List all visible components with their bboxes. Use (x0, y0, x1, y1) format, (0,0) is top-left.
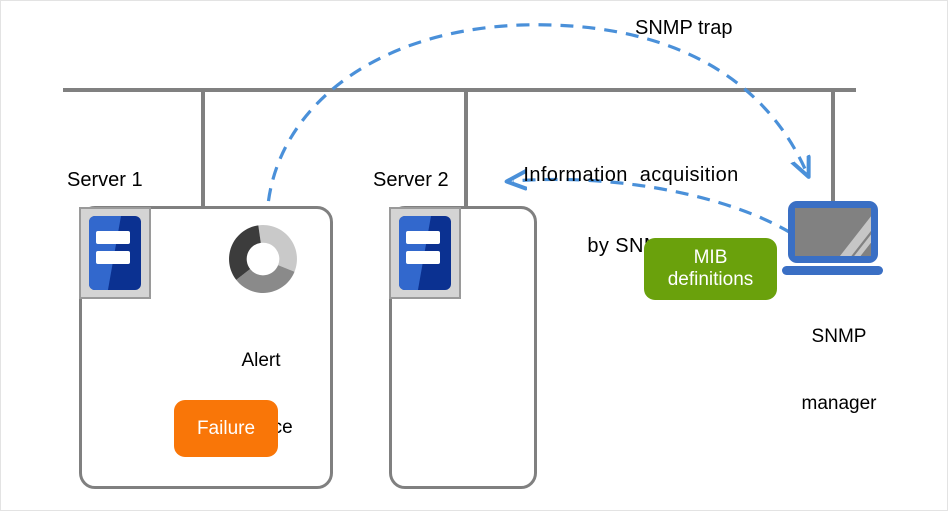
flow-snmp-trap (265, 23, 806, 224)
snmp-manager-monitor-icon (788, 201, 878, 263)
mib-definitions-line1: MIB (693, 246, 728, 268)
mib-definitions-line2: definitions (667, 269, 754, 290)
label-server2: Server 2 (373, 169, 449, 191)
label-information-acquisition-line1: Information acquisition (523, 164, 739, 187)
server-icon-slot (406, 230, 440, 244)
server-icon-body (89, 216, 141, 290)
label-alert-service-line1: Alert (241, 349, 281, 371)
failure-label: Failure (196, 417, 256, 439)
monitor-base (782, 266, 883, 275)
network-backbone (63, 88, 856, 207)
label-snmp-trap: SNMP trap (635, 17, 733, 39)
label-snmp-manager-line1: SNMP (811, 325, 867, 347)
label-server1: Server 1 (67, 169, 143, 191)
server-icon-slot (406, 250, 440, 264)
mib-definitions-badge: MIB definitions (644, 238, 777, 300)
server2-device-icon (389, 207, 461, 299)
label-snmp-manager: SNMP manager (779, 281, 899, 460)
label-alert-service: Alert Service (201, 305, 321, 484)
server-icon-slot (96, 230, 130, 244)
server1-device-icon (79, 207, 151, 299)
server-icon-body (399, 216, 451, 290)
monitor-screen (795, 208, 871, 256)
server-icon-slot (96, 250, 130, 264)
alert-service-donut-icon (229, 225, 297, 293)
label-snmp-manager-line2: manager (801, 393, 877, 415)
flow-information-acquisition (513, 179, 792, 235)
failure-badge: Failure (174, 400, 278, 457)
